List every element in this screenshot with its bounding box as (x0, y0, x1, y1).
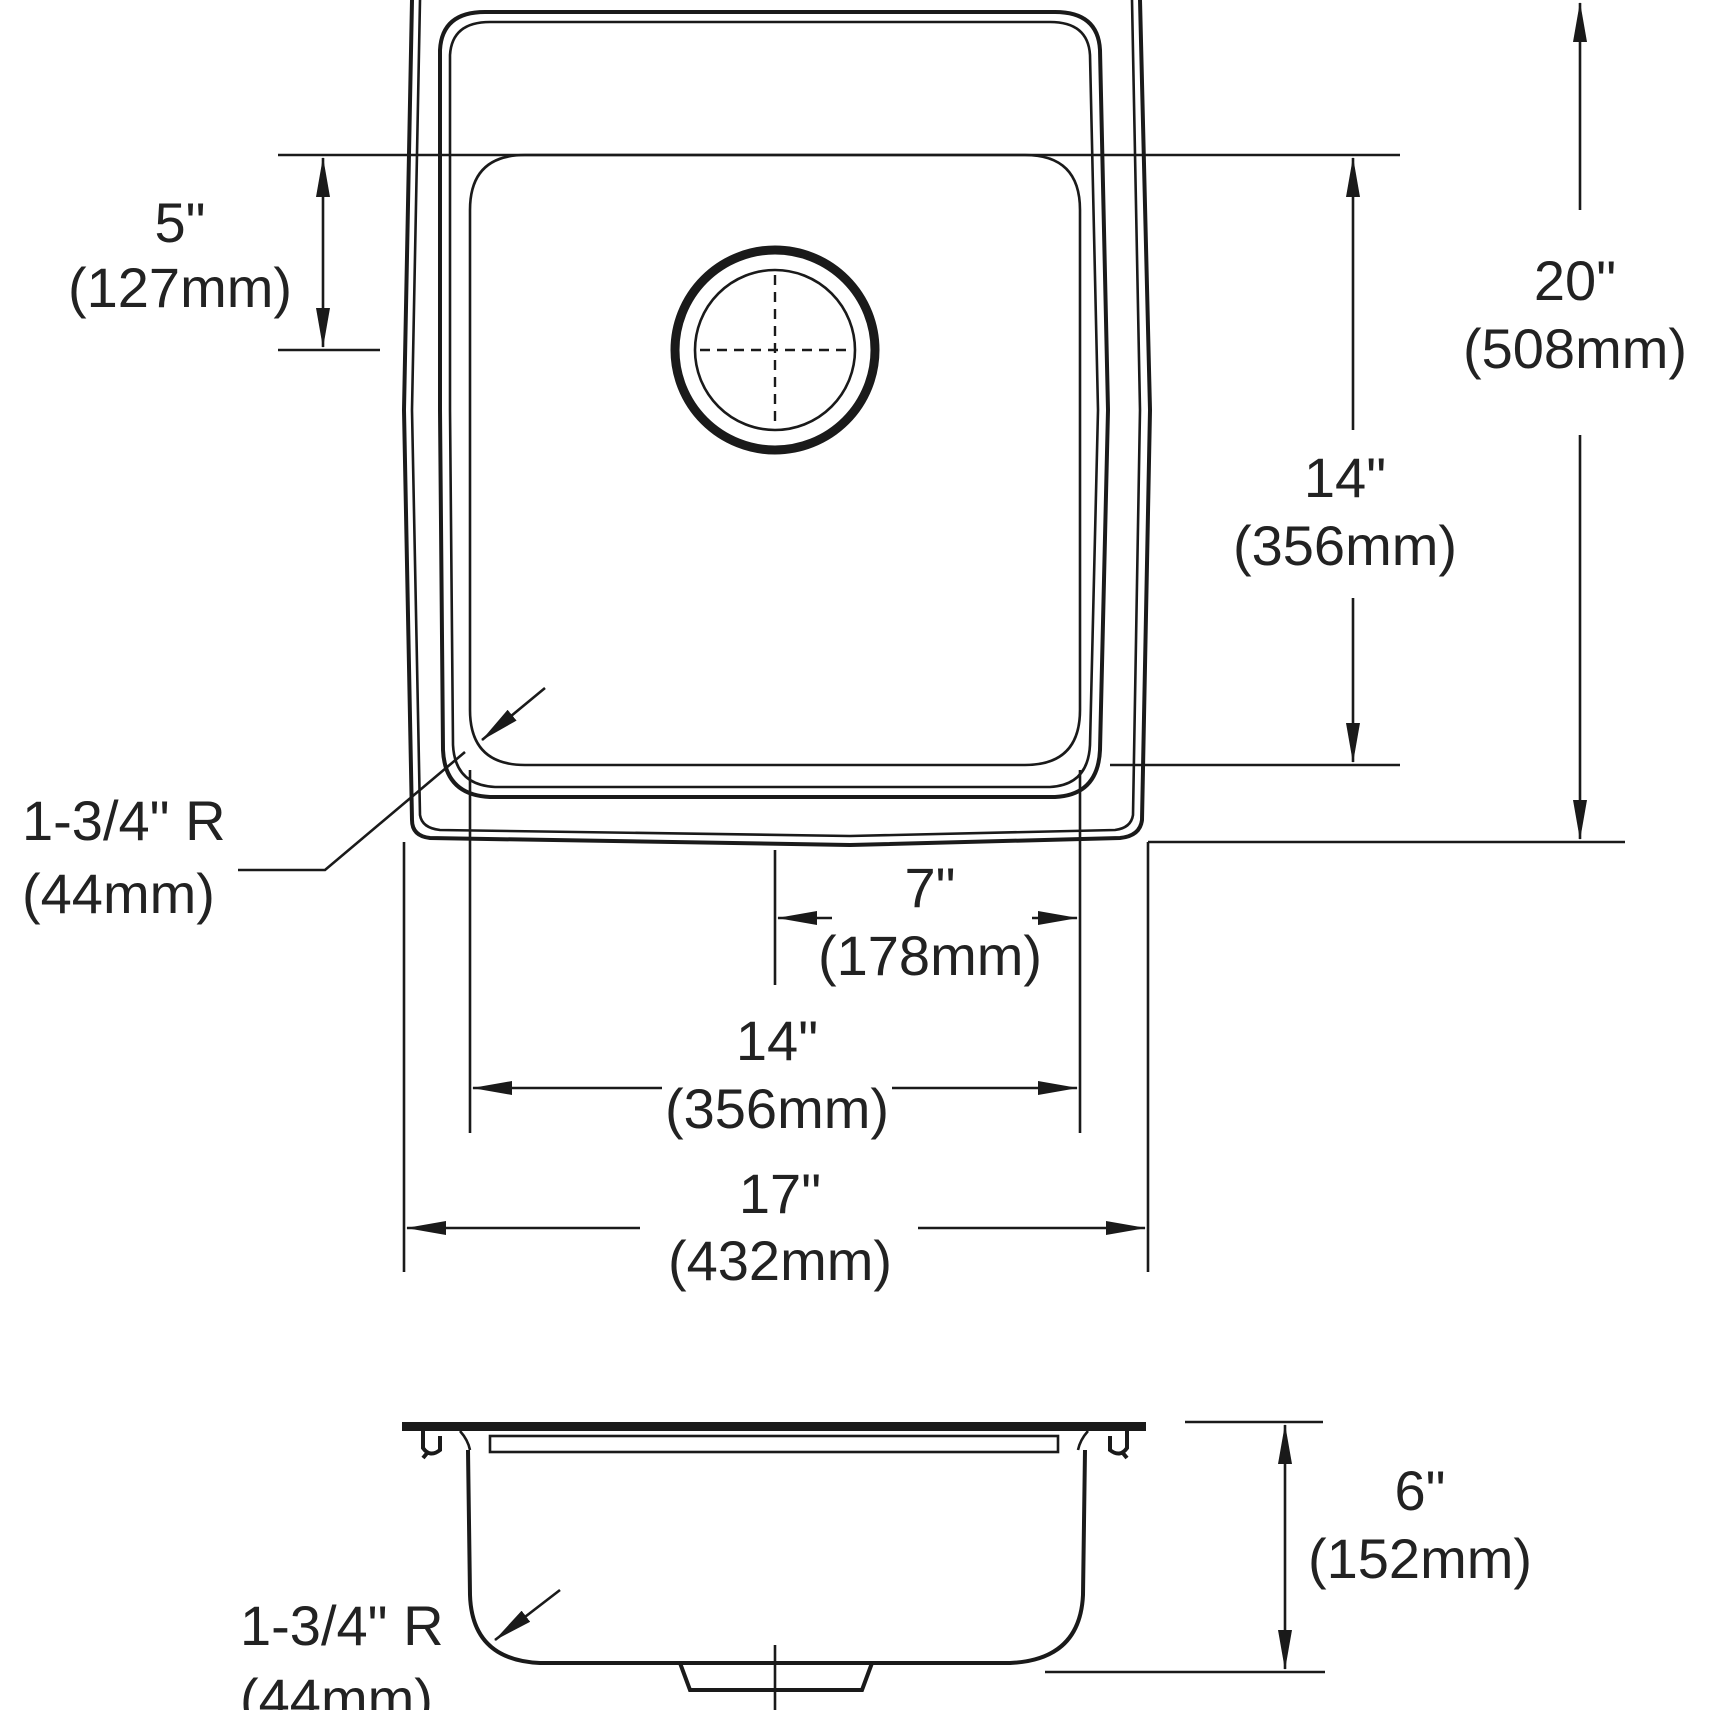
dim-bowl-offset-mm: (127mm) (68, 256, 292, 319)
drain-inner (693, 268, 857, 432)
side-rim-flange (402, 1422, 1146, 1431)
arrow-side-corner-radius (494, 1588, 561, 1642)
sink-rim-inner-line (410, 0, 1142, 838)
dim-bowl-width-mm: (356mm) (665, 1077, 889, 1140)
dim-bowl-length-mm: (356mm) (1233, 514, 1457, 577)
dim-side-corner-radius-in: 1-3/4" R (240, 1594, 444, 1657)
top-view: 5" (127mm) 20" (508mm) 14" (356mm) 1-3/4… (22, 0, 1687, 1292)
bowl-top-edge-inner (448, 20, 1100, 789)
side-mounting-clip-left (421, 1431, 442, 1460)
arrow-corner-radius (481, 686, 546, 742)
side-mounting-clip-right (1108, 1431, 1129, 1460)
dim-drain-offset-in: 7" (904, 856, 955, 919)
bowl-bottom (468, 153, 1082, 767)
dim-corner-radius-mm: (44mm) (22, 862, 215, 925)
side-bowl-body (466, 1449, 1087, 1665)
bowl-top-edge (438, 10, 1111, 799)
dim-bowl-length-in: 14" (1304, 446, 1386, 509)
side-view: 6" (152mm) 1-3/4" R (44mm) (240, 1420, 1532, 1710)
dim-bowl-offset-in: 5" (154, 191, 205, 254)
dim-overall-width-in: 17" (739, 1162, 821, 1225)
dim-side-corner-radius-mm: (44mm) (240, 1667, 433, 1710)
side-rim-rail (488, 1434, 1060, 1454)
dim-bowl-width-in: 14" (736, 1009, 818, 1072)
dim-drain-offset-mask (832, 870, 1032, 940)
dim-depth-mm: (152mm) (1308, 1527, 1532, 1590)
dim-corner-radius-in: 1-3/4" R (22, 789, 226, 852)
dim-drain-offset-mm: (178mm) (818, 924, 1042, 987)
leader-corner-radius (238, 751, 466, 872)
dim-overall-length-mm: (508mm) (1463, 317, 1687, 380)
drain-outer (670, 245, 880, 455)
dim-depth-in: 6" (1394, 1459, 1445, 1522)
side-rim-lip (459, 1430, 1089, 1451)
dim-overall-length-in: 20" (1534, 249, 1616, 312)
sink-outer-rim (401, 0, 1153, 848)
dim-overall-width-mm: (432mm) (668, 1229, 892, 1292)
